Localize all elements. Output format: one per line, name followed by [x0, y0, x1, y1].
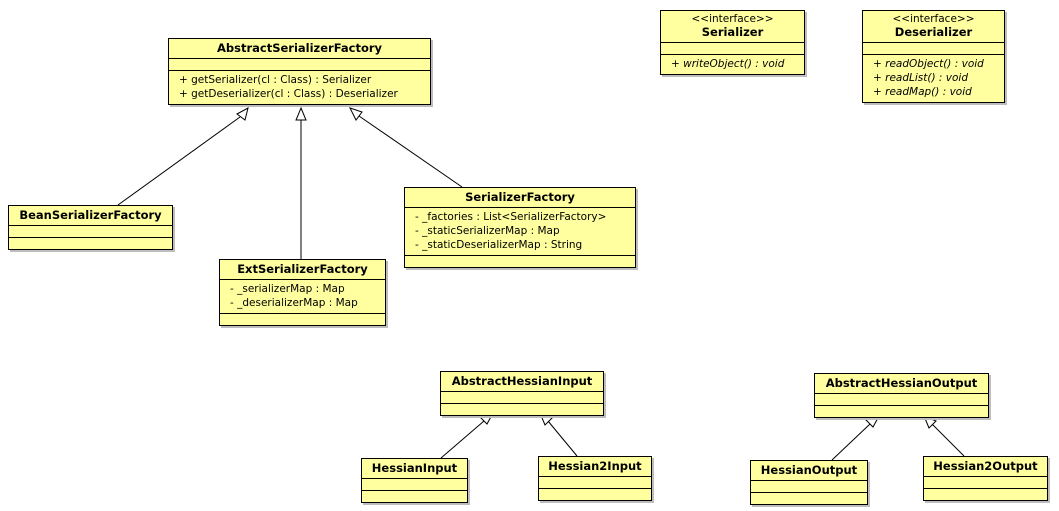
class-hessian2-output[interactable]: Hessian2Output [923, 456, 1048, 501]
class-name: AbstractHessianOutput [815, 374, 988, 394]
operations-compartment [362, 491, 467, 502]
class-name: Serializer [701, 25, 764, 39]
attributes-compartment [539, 477, 651, 489]
attributes-compartment: - _factories : List<SerializerFactory> -… [405, 208, 635, 256]
edge-hessian2-output-to-abstract-hessian-output [931, 423, 965, 457]
attribute: - _staticDeserializerMap : String [415, 239, 583, 251]
operations-compartment [539, 489, 651, 500]
generalization-arrowhead [865, 415, 881, 428]
edge-serializer-factory-to-abstract-serializer-factory [358, 115, 463, 188]
operations-compartment [815, 406, 988, 417]
class-hessian2-input[interactable]: Hessian2Input [538, 456, 652, 501]
attributes-compartment [441, 392, 603, 404]
interface-deserializer[interactable]: <<interface>> Deserializer + readObject(… [862, 10, 1005, 103]
edge-hessian-output-to-abstract-hessian-output [831, 423, 871, 461]
attribute: - _factories : List<SerializerFactory> [415, 211, 607, 223]
attribute: - _serializerMap : Map [230, 283, 345, 295]
class-name: AbstractSerializerFactory [169, 39, 430, 59]
operations-compartment [220, 314, 385, 325]
class-name: SerializerFactory [405, 188, 635, 208]
operation: + readList() : void [873, 72, 968, 84]
class-name-block: <<interface>> Serializer [661, 11, 804, 43]
class-name-block: <<interface>> Deserializer [863, 11, 1004, 43]
generalization-arrowhead [295, 106, 307, 121]
class-bean-serializer-factory[interactable]: BeanSerializerFactory [8, 205, 173, 250]
operation: + getDeserializer(cl : Class) : Deserial… [179, 88, 398, 100]
attributes-compartment [924, 477, 1047, 489]
interface-serializer[interactable]: <<interface>> Serializer + writeObject()… [660, 10, 805, 75]
class-hessian-output[interactable]: HessianOutput [750, 460, 868, 505]
class-name: AbstractHessianInput [441, 372, 603, 392]
generalization-arrowhead [923, 415, 937, 429]
class-name: BeanSerializerFactory [9, 206, 172, 226]
class-name: Hessian2Output [924, 457, 1047, 477]
attributes-compartment [863, 43, 1004, 55]
operations-compartment [9, 238, 172, 249]
attributes-compartment [661, 43, 804, 55]
class-ext-serializer-factory[interactable]: ExtSerializerFactory - _serializerMap : … [219, 259, 386, 326]
stereotype-label: <<interface>> [691, 13, 774, 25]
class-name: Hessian2Input [539, 457, 651, 477]
edge-hessian2-input-to-abstract-hessian-input [547, 420, 578, 457]
operations-compartment: + getSerializer(cl : Class) : Serializer… [169, 71, 430, 104]
attributes-compartment: - _serializerMap : Map - _deserializerMa… [220, 280, 385, 314]
operations-compartment: + writeObject() : void [661, 55, 804, 74]
class-abstract-serializer-factory[interactable]: AbstractSerializerFactory + getSerialize… [168, 38, 431, 105]
edge-hessian-input-to-abstract-hessian-input [440, 420, 485, 459]
attributes-compartment [751, 481, 867, 493]
operations-compartment [405, 256, 635, 267]
class-name: HessianInput [362, 459, 467, 479]
class-abstract-hessian-output[interactable]: AbstractHessianOutput [814, 373, 989, 418]
operation: + readMap() : void [873, 86, 972, 98]
operation: + readObject() : void [873, 58, 984, 70]
class-name: ExtSerializerFactory [220, 260, 385, 280]
stereotype-label: <<interface>> [892, 13, 975, 25]
operations-compartment [441, 404, 603, 415]
attribute: - _staticSerializerMap : Map [415, 225, 560, 237]
attributes-compartment [362, 479, 467, 491]
class-name: Deserializer [894, 25, 973, 39]
operation: + getSerializer(cl : Class) : Serializer [179, 74, 372, 86]
generalization-arrowhead [349, 107, 363, 121]
class-hessian-input[interactable]: HessianInput [361, 458, 468, 503]
class-name: HessianOutput [751, 461, 867, 481]
attribute: - _deserializerMap : Map [230, 297, 358, 309]
attributes-compartment [9, 226, 172, 238]
attributes-compartment [815, 394, 988, 406]
operations-compartment [924, 489, 1047, 500]
edge-bean-to-abstract-serializer-factory [117, 116, 241, 206]
class-serializer-factory[interactable]: SerializerFactory - _factories : List<Se… [404, 187, 636, 268]
operations-compartment [751, 493, 867, 504]
class-abstract-hessian-input[interactable]: AbstractHessianInput [440, 371, 604, 416]
operation: + writeObject() : void [671, 58, 785, 70]
generalization-arrowhead [236, 107, 249, 121]
operations-compartment: + readObject() : void + readList() : voi… [863, 55, 1004, 102]
attributes-compartment [169, 59, 430, 71]
